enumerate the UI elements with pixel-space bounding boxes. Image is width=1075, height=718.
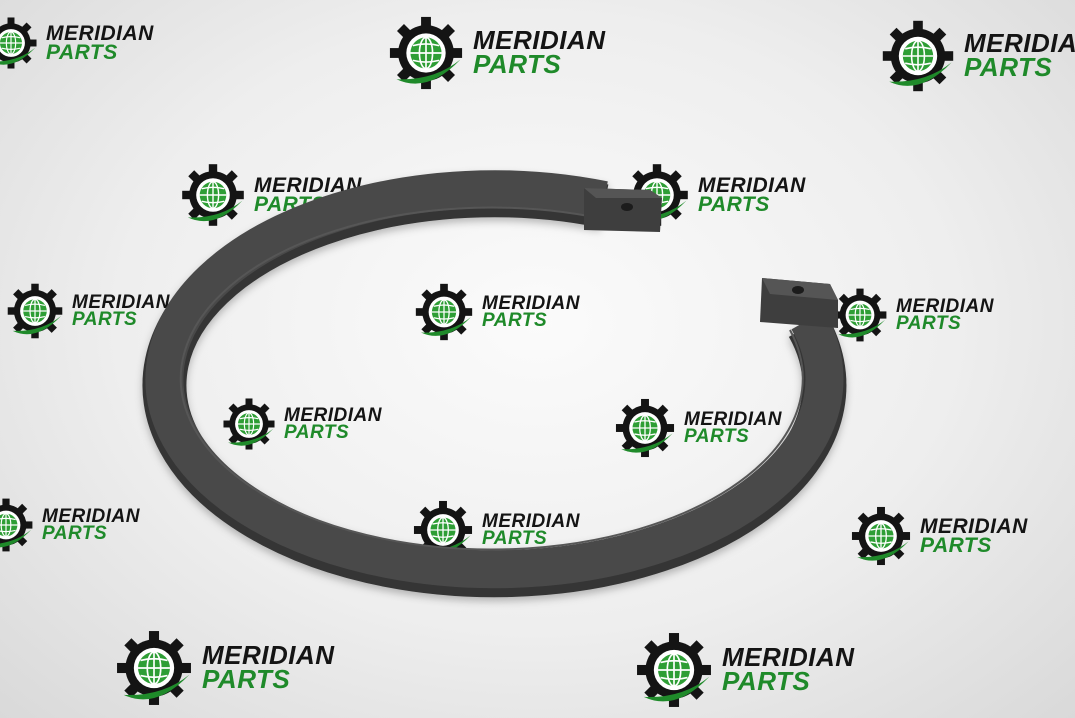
gear-globe-icon: [117, 631, 191, 705]
gear-globe-icon: [223, 398, 275, 450]
watermark-line1: MERIDIAN: [46, 21, 154, 45]
watermark-line2: PARTS: [722, 666, 811, 696]
watermark-line2: PARTS: [482, 310, 548, 331]
watermark-line1: MERIDIAN: [482, 292, 580, 314]
gear-globe-icon: [7, 283, 63, 339]
ring-lug-lower: [760, 278, 838, 328]
watermark-line1: MERIDIAN: [42, 505, 140, 527]
watermark-line2: PARTS: [964, 52, 1053, 82]
watermark-line1: MERIDIAN: [684, 408, 782, 430]
gear-globe-icon: [0, 17, 37, 69]
gear-globe-icon: [615, 398, 675, 458]
gear-globe-icon: [833, 288, 887, 342]
watermark-line1: MERIDIAN: [482, 510, 580, 532]
gear-globe-icon: [851, 506, 911, 566]
snap-ring-body: [142, 170, 847, 598]
watermark-line1: MERIDIAN: [284, 404, 382, 426]
lug-hole: [621, 203, 633, 211]
watermark-line2: PARTS: [698, 193, 770, 216]
watermark-line1: MERIDIAN: [202, 640, 335, 671]
watermark-line2: PARTS: [482, 528, 548, 549]
watermark-line2: PARTS: [202, 664, 291, 694]
watermark-line2: PARTS: [284, 422, 350, 443]
watermark-line1: MERIDIAN: [698, 173, 806, 197]
gear-globe-icon: [882, 20, 954, 92]
watermark-line2: PARTS: [473, 49, 562, 79]
watermark-line1: MERIDIAN: [722, 642, 855, 673]
gear-globe-icon: [637, 633, 711, 707]
watermark-line2: PARTS: [920, 534, 992, 557]
ring-lug-upper: [584, 188, 662, 232]
gear-globe-icon: [415, 283, 473, 341]
watermark-line1: MERIDIAN: [72, 291, 170, 313]
watermark-line1: MERIDIAN: [920, 514, 1028, 538]
watermark-line1: MERIDIAN: [473, 25, 606, 56]
gear-globe-icon: [389, 16, 463, 90]
watermark-line2: PARTS: [896, 313, 962, 334]
watermark-line1: MERIDIAN: [254, 173, 362, 197]
watermark-line1: MERIDIAN: [896, 295, 994, 317]
gear-globe-icon: [0, 498, 33, 552]
watermark-line1: MERIDIAN: [964, 28, 1075, 59]
lug-hole: [792, 286, 804, 294]
gear-globe-icon: [182, 164, 244, 226]
watermark-line2: PARTS: [72, 309, 138, 330]
watermark-line2: PARTS: [46, 41, 118, 64]
watermark-line2: PARTS: [684, 426, 750, 447]
watermark-line2: PARTS: [42, 523, 108, 544]
